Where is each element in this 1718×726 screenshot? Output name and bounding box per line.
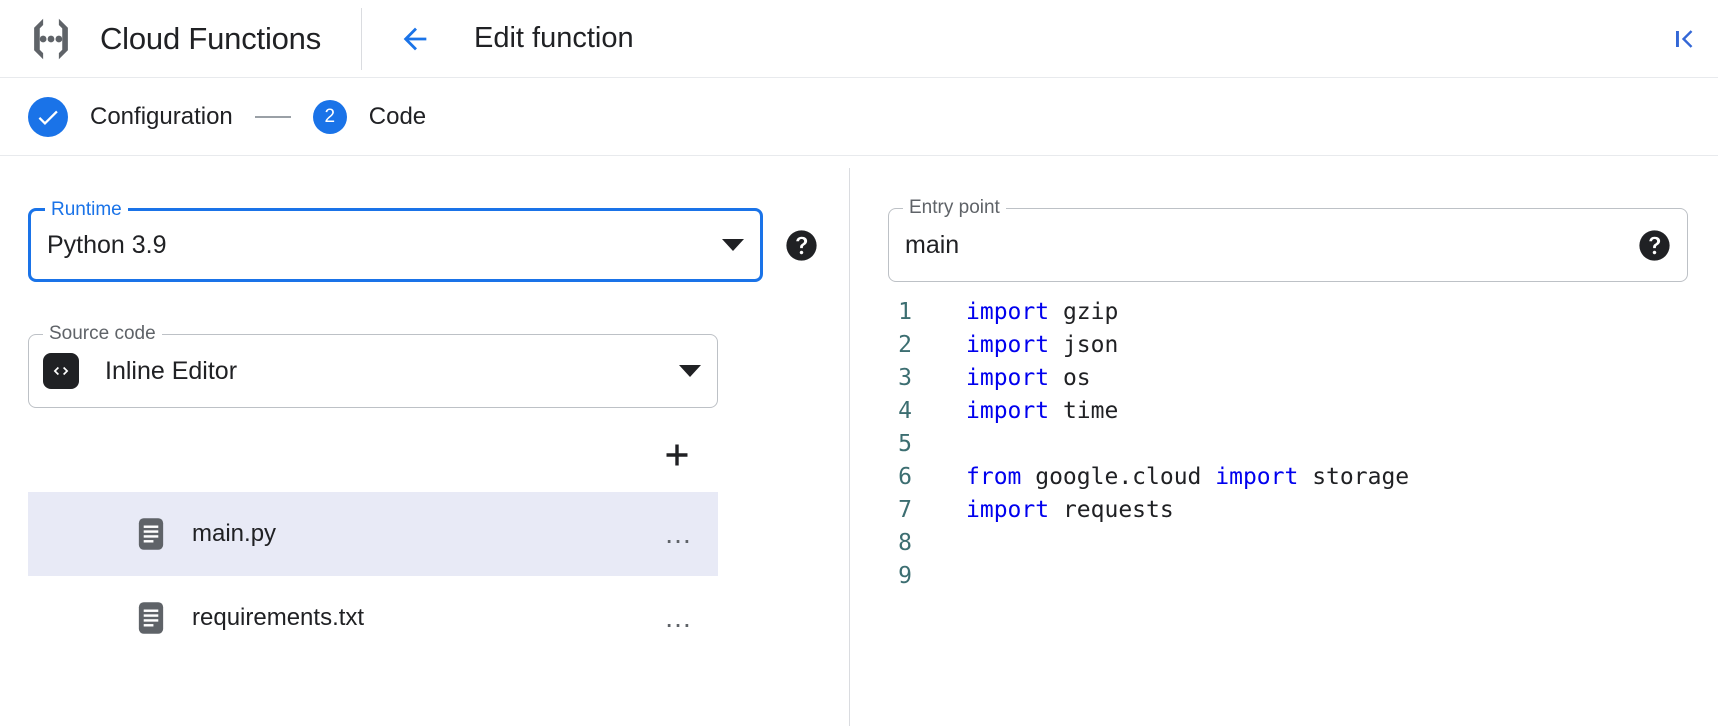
- chevron-down-icon[interactable]: [679, 365, 701, 377]
- code-text[interactable]: import time: [966, 398, 1119, 424]
- runtime-row: Runtime Python 3.9: [28, 199, 835, 282]
- line-number: 6: [898, 464, 912, 490]
- code-line: 3 import os: [870, 362, 1718, 395]
- help-icon[interactable]: [785, 229, 818, 262]
- source-code-label: Source code: [43, 323, 162, 345]
- entry-point-input[interactable]: Entry point main: [888, 197, 1688, 282]
- line-number: 4: [898, 398, 912, 424]
- more-options-icon[interactable]: …: [664, 518, 694, 549]
- line-number: 9: [898, 563, 912, 589]
- right-pane: Entry point main 1 import gzip 2 import jso…: [850, 156, 1718, 726]
- arrow-left-icon[interactable]: [398, 22, 432, 56]
- step-label-code: Code: [368, 102, 427, 130]
- entry-point-row: Entry point main: [850, 197, 1718, 282]
- code-line: 1 import gzip: [870, 296, 1718, 329]
- entry-point-label: Entry point: [903, 197, 1006, 219]
- step-number-badge: 2: [312, 99, 347, 134]
- file-list: main.py … requirements.txt …: [28, 492, 718, 660]
- check-icon: [28, 96, 68, 137]
- source-code-select[interactable]: Source code Inline Editor: [28, 323, 718, 408]
- line-number: 3: [898, 365, 912, 391]
- line-number: 7: [898, 497, 912, 523]
- code-line: 9: [870, 560, 1718, 593]
- pane-divider: [849, 168, 850, 726]
- app-header: Cloud Functions Edit function: [0, 0, 1718, 78]
- line-number: 8: [898, 530, 912, 556]
- header-divider: [361, 7, 363, 70]
- code-line: 2 import json: [870, 329, 1718, 362]
- help-icon[interactable]: [1638, 229, 1671, 262]
- code-text[interactable]: from google.cloud import storage: [966, 464, 1410, 490]
- runtime-label: Runtime: [45, 199, 128, 221]
- code-editor[interactable]: 1 import gzip 2 import json 3 import os 4 impor…: [850, 282, 1718, 593]
- line-number: 1: [898, 299, 912, 325]
- file-icon: [136, 517, 166, 551]
- code-text[interactable]: import gzip: [966, 299, 1119, 325]
- file-name: requirements.txt: [192, 604, 365, 631]
- step-configuration[interactable]: Configuration: [28, 96, 233, 137]
- code-text[interactable]: import json: [966, 332, 1119, 358]
- code-line: 4 import time: [870, 395, 1718, 428]
- brand: Cloud Functions: [0, 12, 321, 66]
- more-options-icon[interactable]: …: [664, 602, 694, 633]
- code-line: 6 from google.cloud import storage: [870, 461, 1718, 494]
- code-text[interactable]: import requests: [966, 497, 1174, 523]
- brand-title: Cloud Functions: [100, 20, 322, 56]
- entry-point-value: main: [905, 230, 960, 259]
- file-name: main.py: [192, 520, 277, 547]
- step-separator: [254, 115, 291, 118]
- left-pane: Runtime Python 3.9 Source code Inline Ed…: [0, 156, 835, 726]
- code-brackets-icon: [43, 353, 79, 389]
- cloud-functions-logo-icon: [24, 12, 78, 66]
- step-code[interactable]: 2 Code: [312, 99, 427, 134]
- line-number: 2: [898, 332, 912, 358]
- page-title: Edit function: [474, 22, 634, 54]
- list-item[interactable]: main.py …: [28, 492, 718, 576]
- line-number: 5: [898, 431, 912, 457]
- code-line: 8: [870, 527, 1718, 560]
- runtime-select[interactable]: Runtime Python 3.9: [28, 199, 763, 282]
- plus-icon[interactable]: [660, 438, 694, 472]
- chevron-down-icon[interactable]: [722, 239, 744, 251]
- list-item[interactable]: requirements.txt …: [28, 576, 718, 660]
- content-area: Runtime Python 3.9 Source code Inline Ed…: [0, 156, 1718, 726]
- code-line: 7 import requests: [870, 494, 1718, 527]
- source-code-value: Inline Editor: [105, 356, 238, 385]
- runtime-value: Python 3.9: [47, 230, 167, 259]
- code-line: 5: [870, 428, 1718, 461]
- collapse-panel-icon[interactable]: [1668, 23, 1700, 55]
- file-icon: [136, 601, 166, 635]
- add-file-row: [28, 438, 718, 472]
- step-label-configuration: Configuration: [90, 102, 233, 130]
- code-text[interactable]: import os: [966, 365, 1091, 391]
- wizard-stepper: Configuration 2 Code: [0, 78, 1718, 156]
